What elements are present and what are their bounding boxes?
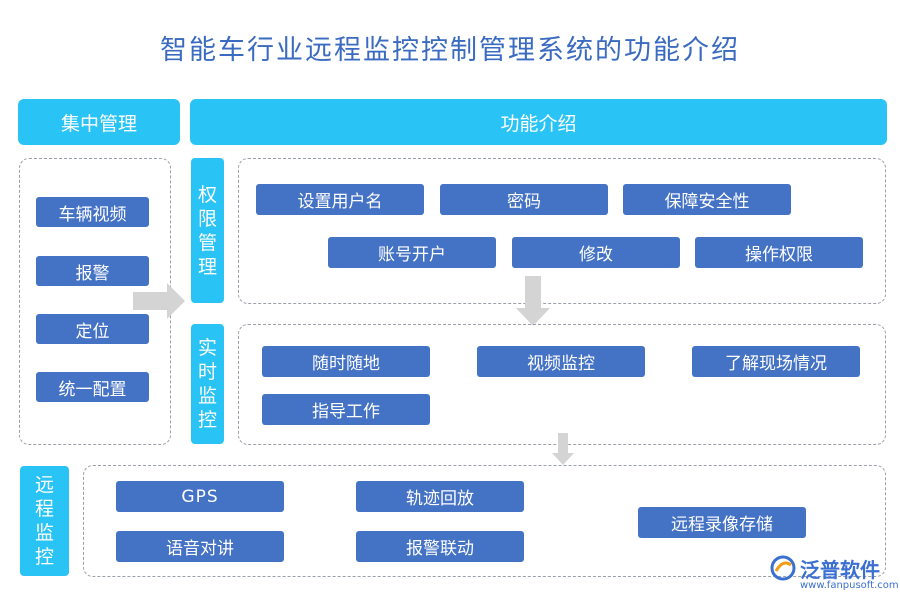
logo-url: www.fanpusoft.com [800, 580, 899, 591]
realtime-panel [238, 324, 886, 445]
tab-char: 理 [197, 255, 217, 278]
tab-realtime-monitoring: 实 时 监 控 [191, 324, 224, 444]
tab-char: 实 [197, 337, 217, 359]
tab-char: 权 [197, 183, 217, 206]
item-ensure-security[interactable]: 保障安全性 [623, 184, 791, 215]
item-voice-intercom[interactable]: 语音对讲 [116, 531, 284, 562]
item-alarm-linkage[interactable]: 报警联动 [356, 531, 524, 562]
item-remote-video-storage[interactable]: 远程录像存储 [638, 507, 806, 538]
left-header: 集中管理 [18, 99, 180, 145]
tab-char: 限 [197, 207, 217, 230]
item-understand-site[interactable]: 了解现场情况 [692, 346, 860, 377]
arrow-down-icon [552, 433, 574, 465]
tab-char: 监 [34, 522, 54, 544]
tab-remote-monitoring: 远 程 监 控 [20, 466, 69, 576]
logo-name: 泛普软件 [800, 557, 880, 582]
permission-panel [238, 158, 886, 304]
tab-char: 远 [34, 474, 54, 496]
item-password[interactable]: 密码 [440, 184, 608, 215]
item-operation-permission[interactable]: 操作权限 [695, 237, 863, 268]
right-header: 功能介绍 [190, 99, 887, 145]
left-item-alarm[interactable]: 报警 [36, 256, 149, 286]
item-guide-work[interactable]: 指导工作 [262, 394, 430, 425]
item-account-opening[interactable]: 账号开户 [328, 237, 496, 268]
left-item-vehicle-video[interactable]: 车辆视频 [36, 197, 149, 227]
tab-char: 管 [197, 231, 217, 254]
page-title: 智能车行业远程监控控制管理系统的功能介绍 [160, 35, 740, 66]
tab-char: 控 [197, 409, 217, 431]
arrow-down-icon [516, 276, 550, 326]
arrow-right-icon [133, 283, 185, 319]
tab-permission-management: 权 限 管 理 [191, 158, 224, 303]
item-video-monitoring[interactable]: 视频监控 [477, 346, 645, 377]
tab-char: 程 [34, 498, 54, 520]
item-modify[interactable]: 修改 [512, 237, 680, 268]
item-track-playback[interactable]: 轨迹回放 [356, 481, 524, 512]
tab-char: 时 [197, 361, 217, 383]
left-item-location[interactable]: 定位 [36, 314, 149, 344]
brand-logo: 泛普软件 [770, 553, 880, 583]
logo-icon [770, 555, 796, 581]
tab-char: 控 [34, 546, 54, 568]
item-set-username[interactable]: 设置用户名 [256, 184, 424, 215]
item-gps[interactable]: GPS [116, 481, 284, 512]
item-anytime-anywhere[interactable]: 随时随地 [262, 346, 430, 377]
left-item-unified-config[interactable]: 统一配置 [36, 372, 149, 402]
remote-panel [83, 465, 886, 577]
tab-char: 监 [197, 385, 217, 407]
